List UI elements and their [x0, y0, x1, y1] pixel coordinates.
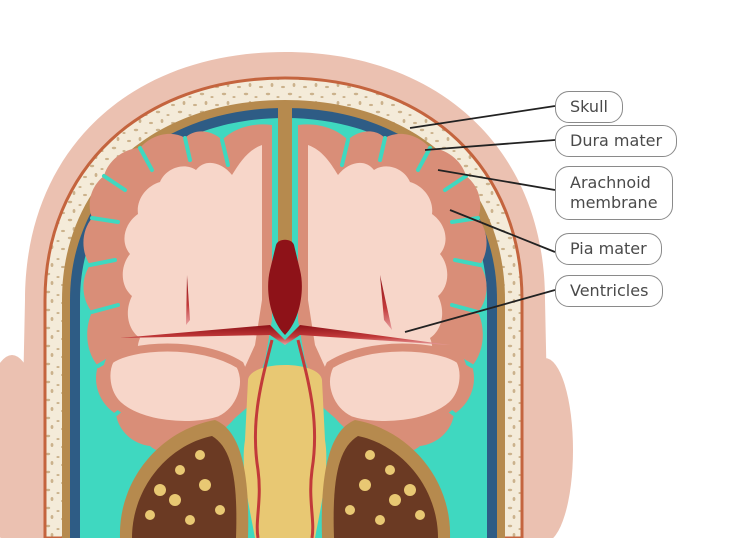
label-ventricles-text: Ventricles [570, 281, 648, 300]
label-arachnoid-membrane: Arachnoid membrane [555, 166, 673, 220]
label-pia-text: Pia mater [570, 239, 647, 258]
label-dura-mater: Dura mater [555, 125, 677, 157]
label-dura-text: Dura mater [570, 131, 662, 150]
label-skull-text: Skull [570, 97, 608, 116]
label-pia-mater: Pia mater [555, 233, 662, 265]
label-arachnoid-line2: membrane [570, 193, 658, 213]
right-temporal-lobe [326, 348, 463, 426]
right-ear [517, 358, 573, 538]
label-ventricles: Ventricles [555, 275, 663, 307]
label-arachnoid-line1: Arachnoid [570, 173, 658, 193]
falx-cerebri [278, 108, 292, 250]
label-skull: Skull [555, 91, 623, 123]
left-temporal-lobe [106, 348, 243, 426]
